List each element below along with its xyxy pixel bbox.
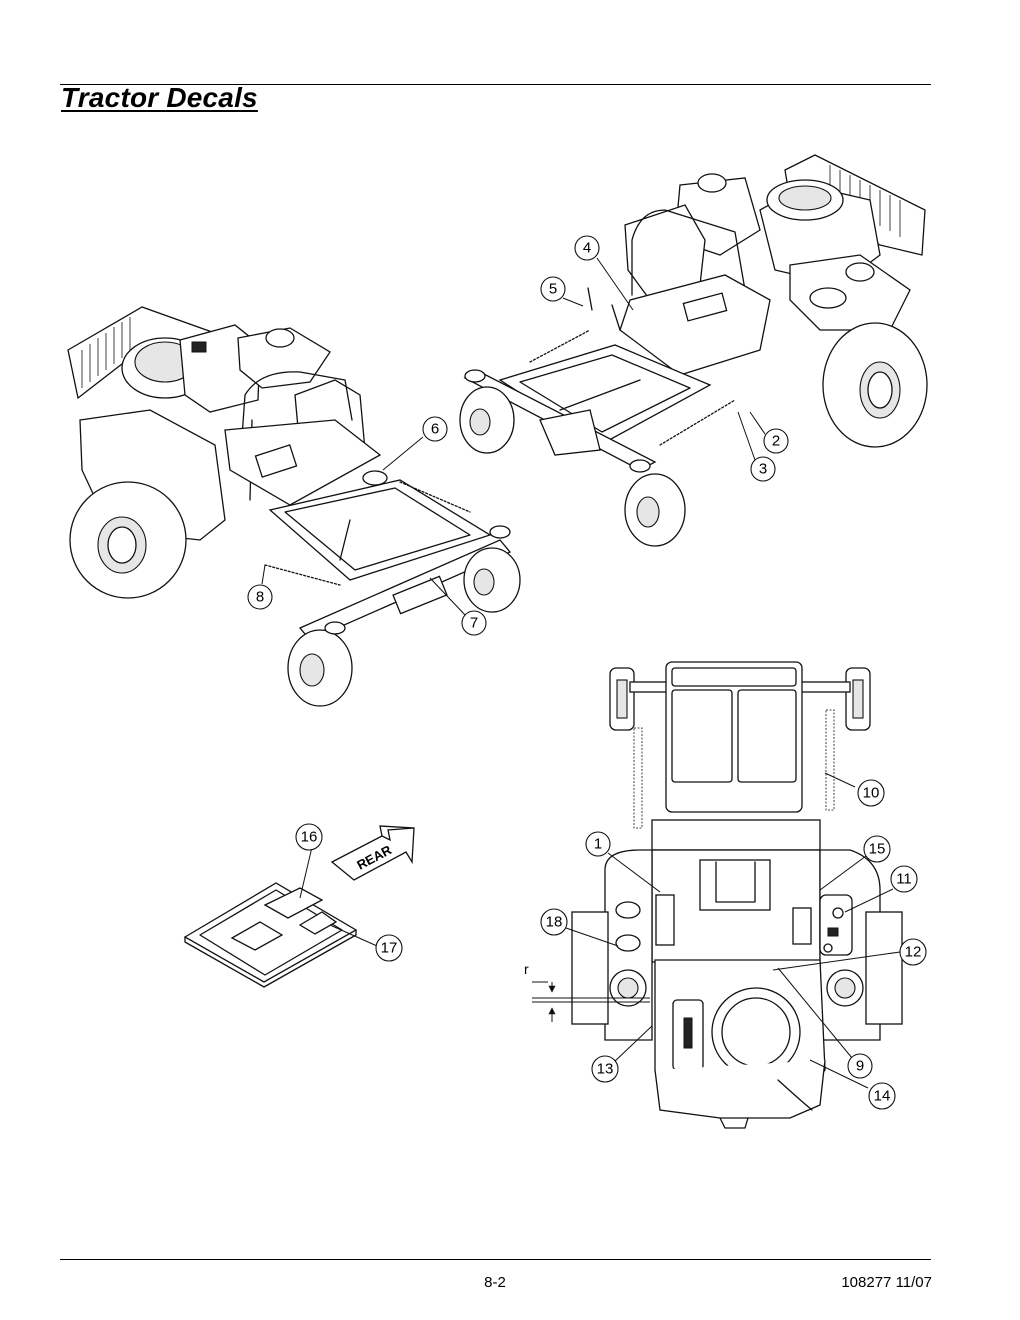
- tractor-iso-right: [459, 154, 928, 547]
- top-rule: [60, 84, 931, 85]
- svg-text:14: 14: [874, 1088, 891, 1105]
- svg-text:15: 15: [869, 841, 886, 858]
- svg-text:3: 3: [759, 461, 767, 478]
- callout-2: 2: [763, 428, 789, 454]
- callout-16: 16: [295, 823, 323, 851]
- callout-3: 3: [750, 456, 776, 482]
- callout-17: 17: [375, 934, 403, 962]
- callout-9: 9: [847, 1053, 873, 1079]
- tractor-iso-left: [67, 306, 521, 707]
- page-title: Tractor Decals: [61, 82, 258, 113]
- callout-7: 7: [461, 610, 487, 636]
- svg-text:2: 2: [772, 433, 780, 450]
- page-number: 8-2: [484, 1274, 506, 1291]
- leader-lines: [261, 257, 901, 1089]
- svg-text:13: 13: [597, 1061, 614, 1078]
- svg-text:11: 11: [896, 871, 912, 888]
- callout-14: 14: [868, 1082, 896, 1110]
- svg-text:1: 1: [594, 836, 602, 853]
- callout-4: 4: [574, 235, 600, 261]
- callout-8: 8: [247, 584, 273, 610]
- svg-text:12: 12: [905, 944, 922, 961]
- tractor-top-view: r: [524, 661, 903, 1129]
- seat-plate-drawing: [183, 882, 358, 988]
- callout-13: 13: [591, 1055, 619, 1083]
- svg-text:5: 5: [549, 281, 557, 298]
- svg-text:9: 9: [856, 1058, 864, 1075]
- svg-text:8: 8: [256, 589, 264, 606]
- document-code: 108277 11/07: [841, 1274, 932, 1291]
- rear-arrow-decal: REAR: [330, 825, 415, 881]
- svg-text:6: 6: [431, 421, 439, 438]
- bottom-rule: [60, 1259, 931, 1260]
- svg-text:7: 7: [470, 615, 478, 632]
- callout-6: 6: [422, 416, 448, 442]
- callout-11: 11: [890, 865, 918, 893]
- callout-1: 1: [585, 831, 611, 857]
- svg-text:10: 10: [863, 785, 880, 802]
- callout-12: 12: [899, 938, 927, 966]
- callout-18: 18: [540, 908, 568, 936]
- svg-text:4: 4: [583, 240, 591, 257]
- dimension-marker: r: [524, 961, 529, 977]
- svg-text:16: 16: [301, 829, 318, 846]
- svg-text:17: 17: [381, 940, 398, 957]
- callout-15: 15: [863, 835, 891, 863]
- svg-text:18: 18: [546, 914, 563, 931]
- callout-10: 10: [857, 779, 885, 807]
- callout-5: 5: [540, 276, 566, 302]
